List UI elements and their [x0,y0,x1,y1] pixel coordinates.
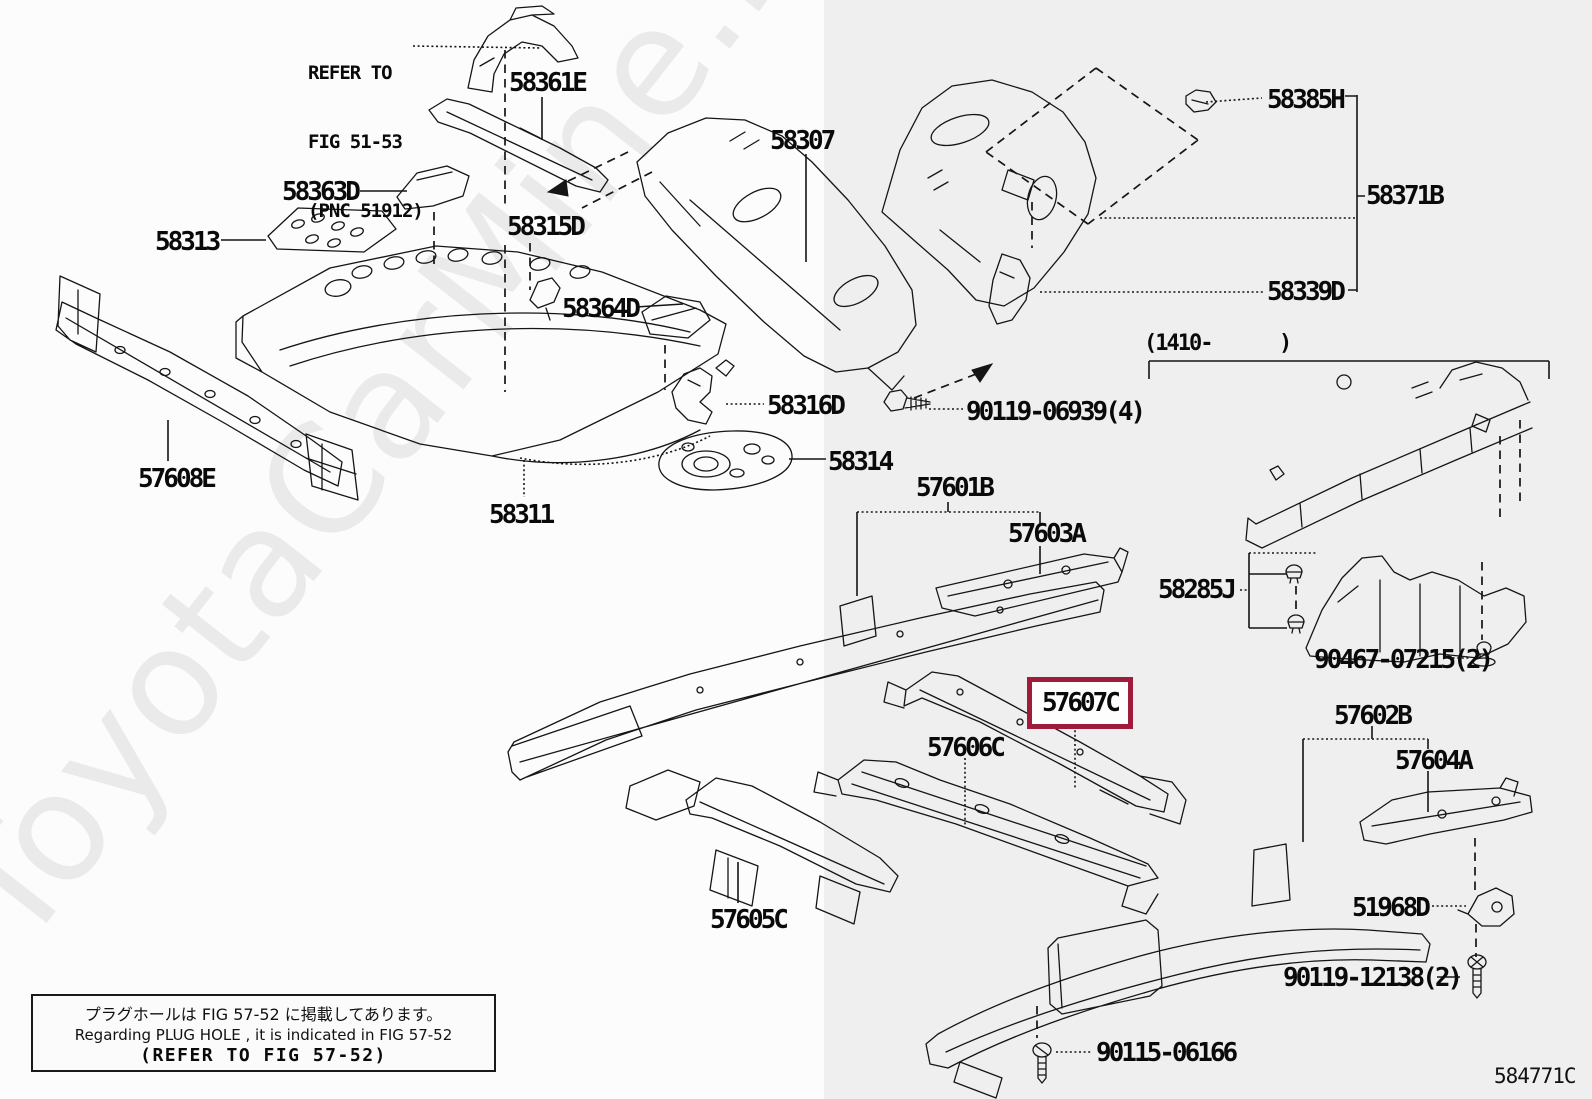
part-label-90119-06939[interactable]: 90119-06939(4) [966,397,1146,427]
part-drawing-58363D[interactable] [396,165,470,210]
part-label-58285J[interactable]: 58285J [1158,575,1237,605]
part-label-58339D[interactable]: 58339D [1267,277,1346,307]
highlighted-part-number: 57607C [1042,688,1121,718]
note-japanese-line: プラグホールは FIG 57-52 に掲載してあります。 [84,1004,443,1024]
part-drawing-floor-pan-58311-58315D[interactable] [235,245,727,464]
refer-note-line: REFER TO [308,62,393,84]
part-label-57606C[interactable]: 57606C [927,733,1006,763]
part-drawing-under-cover[interactable] [1305,555,1527,663]
part-label-58371B[interactable]: 58371B [1366,181,1445,211]
part-drawing-58361E[interactable] [428,98,609,193]
part-drawing-57607C[interactable] [883,671,1187,825]
part-label-58364D[interactable]: 58364D [562,294,641,324]
note-english-line: Regarding PLUG HOLE , it is indicated in… [74,1025,453,1044]
note-refer-line: (REFER TO FIG 57-52) [140,1044,387,1066]
part-label-90467-07215[interactable]: 90467-07215(2) [1314,645,1494,675]
part-drawing-58316D[interactable] [671,359,735,425]
part-drawing-58364D[interactable] [529,277,711,339]
arrowhead-icon [971,363,994,383]
part-label-51968D[interactable]: 51968D [1352,893,1431,923]
part-drawing-57603A[interactable] [935,547,1129,617]
part-label-57602B[interactable]: 57602B [1334,701,1413,731]
bolt-icon[interactable] [883,389,931,412]
part-drawing-refer-fig-bracket[interactable] [467,5,579,93]
clip-icon[interactable] [1472,641,1496,667]
part-drawing-57601B-member[interactable] [507,581,1105,781]
part-drawing-frame-1410[interactable] [1245,361,1533,549]
part-drawing-57604A[interactable] [1359,777,1533,845]
refer-to-fig-note: REFER TO FIG 51-53 (PNC 51912) [308,16,424,269]
part-label-90119-12138[interactable]: 90119-12138(2) [1283,963,1463,993]
part-drawing-57606C[interactable] [813,759,1159,915]
figure-code: 584771C [1494,1064,1577,1088]
part-label-58361E[interactable]: 58361E [509,68,588,98]
part-label-57608E[interactable]: 57608E [138,464,217,494]
arrowhead-icon [546,179,569,197]
part-label-58313[interactable]: 58313 [155,227,221,257]
plug-hole-note-box: プラグホールは FIG 57-52 に掲載してあります。 Regarding P… [31,994,496,1072]
part-label-57601B[interactable]: 57601B [916,473,995,503]
refer-note-line: FIG 51-53 [308,131,403,153]
highlighted-part-label-57607C[interactable]: 57607C [1027,677,1133,729]
background-panel [824,0,1592,1099]
part-label-57605C[interactable]: 57605C [710,905,789,935]
part-drawing-57605C[interactable] [625,769,899,925]
bolt-icon[interactable] [1032,1042,1052,1084]
part-label-58385H[interactable]: 58385H [1267,85,1346,115]
part-drawing-58385H[interactable] [1185,89,1217,113]
part-label-58314[interactable]: 58314 [828,447,894,477]
part-label-90115-06166[interactable]: 90115-06166 [1096,1038,1238,1068]
refer-note-line: (PNC 51912) [308,200,424,222]
production-range-label: (1410- ) [1144,331,1292,356]
part-drawing-58313[interactable] [267,207,397,253]
part-drawings [55,5,1533,1099]
part-drawing-58339D[interactable] [988,253,1031,325]
part-drawing-51968D[interactable] [1457,887,1515,927]
part-drawing-cowl-58371B[interactable] [881,79,1097,307]
part-drawing-57608E[interactable] [55,275,359,501]
part-drawing-58314[interactable] [658,430,793,491]
part-label-58311[interactable]: 58311 [489,500,555,530]
part-label-58307[interactable]: 58307 [770,126,836,156]
clip-icon[interactable] [1285,564,1303,584]
part-label-57603A[interactable]: 57603A [1008,519,1087,549]
bolt-icon[interactable] [1467,954,1487,999]
part-drawing-58307[interactable] [636,117,917,391]
part-drawing-57602B-member[interactable] [925,843,1431,1099]
part-label-58316D[interactable]: 58316D [767,391,846,421]
part-label-58315D[interactable]: 58315D [507,212,586,242]
clip-icon[interactable] [1287,614,1305,634]
part-label-57604A[interactable]: 57604A [1395,746,1474,776]
part-label-58363D[interactable]: 58363D [282,177,361,207]
